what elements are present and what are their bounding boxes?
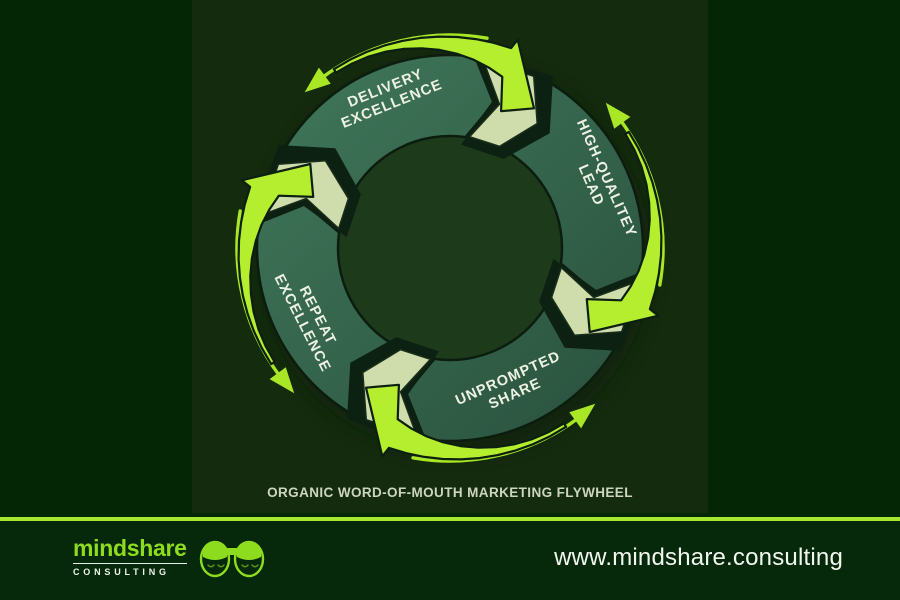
brand-subtitle: CONSULTING bbox=[73, 567, 170, 578]
website-url: www.mindshare.consulting bbox=[554, 544, 843, 571]
brand-logo: mindshare CONSULTING bbox=[73, 533, 266, 581]
flywheel-diagram: DELIVERYEXCELLENCEHIGH-QUALITEYLEADUNPRO… bbox=[235, 33, 665, 463]
flywheel-lime-arrow bbox=[585, 130, 663, 334]
two-heads-sunglasses-icon bbox=[199, 540, 264, 578]
flywheel-thin-arrowhead bbox=[605, 102, 631, 129]
brand-underline bbox=[73, 562, 187, 565]
flywheel-thin-arrowhead bbox=[269, 367, 295, 394]
flywheel-hub bbox=[332, 130, 568, 366]
footer-divider-line bbox=[0, 517, 900, 521]
flywheel-caption: ORGANIC WORD-OF-MOUTH MARKETING FLYWHEEL bbox=[267, 485, 633, 500]
flywheel-lime-arrow bbox=[364, 383, 568, 461]
brand-text: mindshare CONSULTING bbox=[73, 534, 187, 578]
brand-name: mindshare bbox=[73, 534, 187, 561]
footer: mindshare CONSULTING www.mindshare.consu… bbox=[0, 521, 900, 600]
flywheel-thin-arrowhead bbox=[304, 67, 331, 93]
flywheel-lime-arrow bbox=[237, 162, 315, 366]
flywheel-thin-arrowhead bbox=[569, 403, 596, 429]
flywheel-lime-arrow bbox=[332, 35, 536, 113]
